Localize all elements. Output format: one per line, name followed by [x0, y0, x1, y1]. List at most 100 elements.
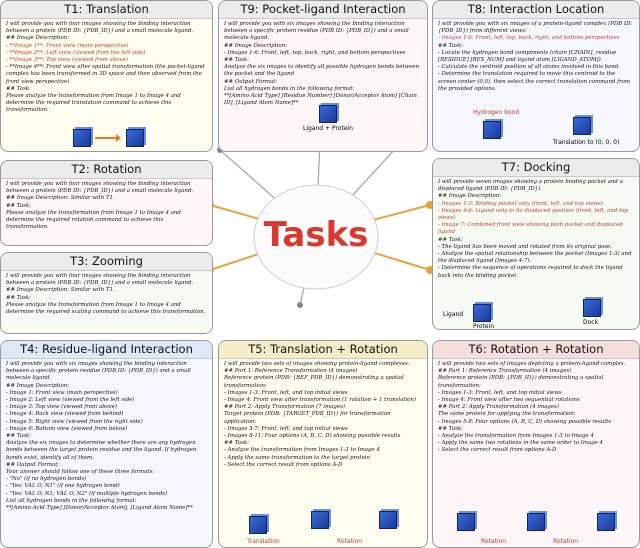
part-text: ## Part 1: Reference Transformation (4 i…	[224, 368, 417, 404]
figure-label: Rotation	[481, 538, 507, 545]
cube-icon	[583, 299, 601, 317]
list-item: - Determine the translation required to …	[438, 71, 632, 92]
panel-title: T2: Rotation	[1, 161, 212, 179]
panel-body: I will provide two sets of images depict…	[433, 359, 639, 457]
panel-body: I will provide you with six images of a …	[433, 19, 639, 95]
panel-title: T3: Zooming	[1, 253, 212, 271]
list-item: - Image 5: Right view (viewed from the r…	[6, 418, 143, 425]
task-text: Please analyze the transformation from I…	[6, 93, 183, 114]
section-head: ## Image Description:	[438, 193, 502, 200]
panel-t7: T7: Docking I will provide seven images …	[432, 158, 640, 330]
list-item: - **Image 3**: Top view (viewed from abo…	[6, 57, 128, 64]
intro-text: I will provide two sets of images depict…	[438, 361, 626, 367]
panel-body: I will provide two sets of images showin…	[219, 359, 427, 471]
list-item: - Image 2: Left view (viewed from the le…	[6, 397, 135, 404]
cube-icon	[249, 516, 267, 534]
panel-body: I will provide you with four images show…	[1, 271, 212, 318]
section-head: ## Output Format:	[224, 78, 278, 85]
panel-title: T1: Translation	[1, 1, 212, 19]
intro-text: I will provide you with six images showi…	[6, 361, 193, 382]
list-item: - **Image 4**: Front view after spatial …	[6, 64, 207, 85]
panel-title: T7: Docking	[433, 159, 639, 177]
list-item: - Images 1-3: Binding pocket only (front…	[438, 200, 603, 207]
section-text: ## Image Description: - Images 1-6: Fron…	[224, 42, 406, 56]
panel-body: I will provide seven images showing a pr…	[433, 177, 639, 282]
section-text: ## Image Description: Similar with T1.	[6, 195, 115, 202]
panel-title: T6: Rotation + Rotation	[433, 341, 639, 359]
panel-title: T4: Residue-ligand Interaction	[1, 341, 212, 359]
part-text: ## Part 1: Reference Transformation (4 i…	[438, 368, 604, 404]
cube-icon	[573, 117, 591, 135]
part-text: ## Part 2: Apply Transformation (7 image…	[224, 404, 401, 440]
intro-text: I will provide seven images showing a pr…	[438, 179, 625, 193]
cube-icon	[379, 511, 397, 529]
panel-t8: T8: Interaction Location I will provide …	[432, 0, 640, 152]
panel-t2: T2: Rotation I will provide you with fou…	[0, 160, 213, 246]
list-item: - Image 1: Front view (main perspective)	[6, 389, 118, 396]
figure-label: Rotation	[337, 538, 363, 545]
section-head: ## Task:	[6, 202, 31, 209]
section-head: ## Task:	[438, 236, 463, 243]
format-text: List all hydrogen bonds in the following…	[224, 85, 417, 107]
list-item: - Images 4-6: Ligand only in its displac…	[438, 207, 630, 222]
section-head: ## Task:	[224, 57, 249, 64]
task-text: ## Task: - Analyze the transformation fr…	[438, 425, 603, 454]
task-text: Analyze the six images to identify all p…	[224, 64, 421, 78]
format-text: Your answer should follow one of these t…	[6, 469, 193, 512]
cube-icon	[457, 513, 475, 531]
list-item: - Locate the hydrogen bond components (c…	[438, 49, 619, 64]
cube-icon	[126, 129, 144, 147]
task-text: Please analyze the transformation from I…	[6, 209, 183, 231]
figure-label: Rotation	[553, 538, 579, 545]
panel-t1: T1: Translation I will provide you with …	[0, 0, 213, 152]
section-text: ## Image Description: Similar with T1.	[6, 287, 115, 294]
intro-text: I will provide you with four images show…	[6, 21, 194, 35]
panel-body: I will provide you with four images show…	[1, 179, 212, 233]
task-text: - The ligand has been moved and rotated …	[438, 243, 632, 279]
task-text: Analyze the six images to determine whet…	[6, 440, 199, 461]
task-text: Please analyze the transformation from I…	[6, 301, 206, 316]
section-head: ## Image Description:	[6, 35, 70, 42]
task-text: ## Task: - Analyze the transformation fr…	[224, 440, 380, 468]
panel-t3: T3: Zooming I will provide you with four…	[0, 252, 213, 334]
section-head: ## Task:	[438, 42, 463, 49]
list-item: - **Image 2**: Left view (viewed from th…	[6, 49, 146, 56]
figure-label: Protein	[473, 323, 495, 330]
panel-body: I will provide you with six images showi…	[219, 19, 427, 109]
list-item: - Image 3: Top view (viewed from above)	[6, 404, 118, 411]
intro-text: I will provide two sets of images showin…	[224, 361, 410, 367]
cube-icon	[319, 105, 337, 123]
panel-title: T8: Interaction Location	[433, 1, 639, 19]
figure-label: Hydrogen bond	[473, 109, 520, 116]
figure-label: Ligand + Protein	[303, 125, 353, 132]
cube-icon	[483, 121, 501, 139]
cube-icon	[597, 513, 615, 531]
intro-text: I will provide you with four images show…	[6, 181, 194, 195]
cube-icon	[73, 129, 91, 147]
figure-label: Dock	[583, 319, 599, 326]
panel-body: I will provide you with four images show…	[1, 19, 212, 117]
part-text: ## Part 2: Apply Transformation (4 image…	[438, 404, 612, 425]
arrow-icon	[95, 134, 121, 142]
list-item: - **Image 1**: Front view (main perspect…	[6, 42, 129, 49]
cube-icon	[311, 511, 329, 529]
section-head: ## Task:	[6, 85, 31, 92]
section-head: ## Task:	[6, 294, 31, 301]
list-item: - Calculate the centroid position of all…	[438, 64, 620, 71]
panel-t9: T9: Pocket-ligand Interaction I will pro…	[218, 0, 428, 152]
intro-text: I will provide you with six images of a …	[438, 21, 634, 35]
panel-t5: T5: Translation + Rotation I will provid…	[218, 340, 428, 548]
cube-icon	[473, 304, 491, 322]
section-head: ## Output Format:	[6, 461, 60, 468]
panel-title: T9: Pocket-ligand Interaction	[219, 1, 427, 19]
panel-t4: T4: Residue-ligand Interaction I will pr…	[0, 340, 213, 548]
list-item: - Image 4: Back view (viewed from behind…	[6, 411, 124, 418]
center-title: Tasks	[263, 215, 369, 255]
list-item: - Image 6: Bottom view (viewed from belo…	[6, 425, 128, 432]
list-item: - Image 7: Combined front view showing b…	[438, 222, 625, 236]
section-text: - Images 1-6: Front, left, top, back, ri…	[438, 35, 620, 42]
cube-icon	[527, 513, 545, 531]
intro-text: I will provide you with four images show…	[6, 273, 194, 287]
panel-body: I will provide you with six images showi…	[1, 359, 212, 514]
figure-label: Ligand	[443, 311, 464, 318]
